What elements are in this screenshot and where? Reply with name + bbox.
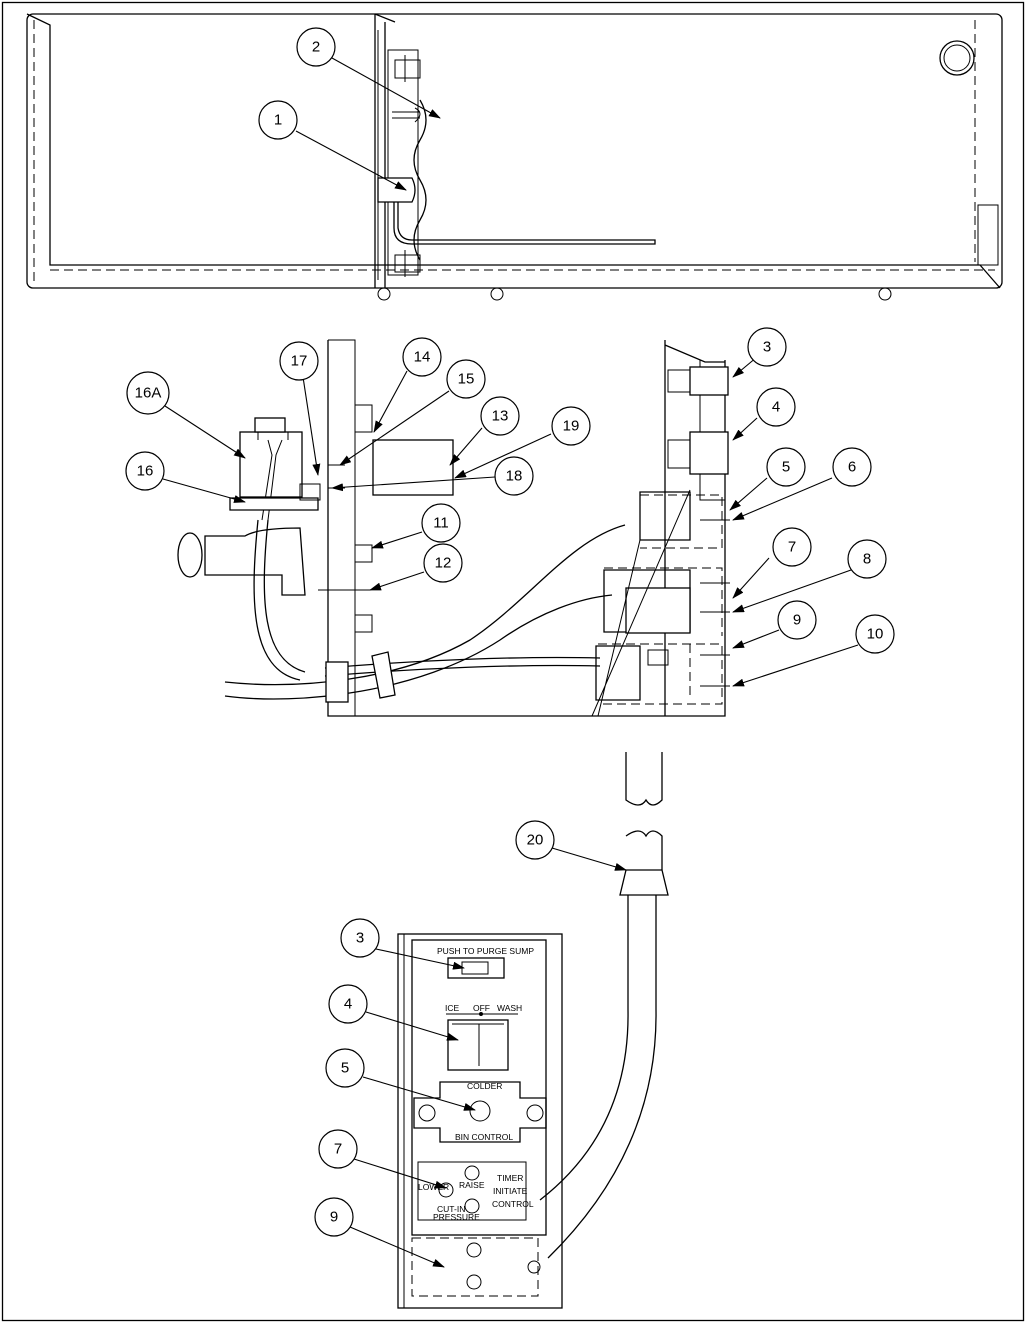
svg-text:7: 7 (334, 1141, 342, 1158)
timer-label: TIMER (497, 1173, 523, 1183)
svg-text:4: 4 (772, 399, 780, 416)
panel-callout-3: 3 (340, 918, 380, 958)
svg-text:16A: 16A (135, 385, 162, 402)
svg-text:2: 2 (312, 39, 320, 56)
callout-10: 10 (855, 614, 895, 654)
svg-text:9: 9 (330, 1209, 338, 1226)
panel-callout-7: 7 (318, 1129, 358, 1169)
top-assembly (26, 13, 1003, 301)
svg-text:17: 17 (291, 353, 308, 370)
svg-text:8: 8 (863, 551, 871, 568)
svg-text:15: 15 (458, 371, 475, 388)
svg-text:6: 6 (848, 459, 856, 476)
raise-label: RAISE (459, 1180, 485, 1190)
callout-14: 14 (402, 337, 442, 377)
svg-text:7: 7 (788, 539, 796, 556)
lower-label: LOWER (418, 1182, 449, 1192)
callout-3: 3 (747, 327, 787, 367)
callout-1: 1 (258, 100, 298, 140)
callout-5: 5 (766, 447, 806, 487)
bin-control-label: BIN CONTROL (455, 1132, 513, 1142)
callout-6: 6 (832, 447, 872, 487)
purge-label: PUSH TO PURGE SUMP (437, 946, 534, 956)
ice-label: ICE (445, 1003, 460, 1013)
callout-8: 8 (847, 539, 887, 579)
panel-callout-9: 9 (314, 1197, 354, 1237)
callout-7: 7 (772, 527, 812, 567)
svg-text:16: 16 (137, 463, 154, 480)
svg-text:20: 20 (527, 832, 544, 849)
svg-text:3: 3 (763, 339, 771, 356)
pressure-label: PRESSURE (433, 1212, 480, 1222)
callout-18: 18 (494, 456, 534, 496)
initiate-label: INITIATE (493, 1186, 528, 1196)
off-label: OFF (473, 1003, 490, 1013)
callout-13: 13 (480, 396, 520, 436)
panel-callout-4: 4 (328, 984, 368, 1024)
leader-lines (162, 57, 859, 1268)
callout-15: 15 (446, 359, 486, 399)
callout-16a: 16A (126, 371, 170, 415)
svg-text:9: 9 (793, 612, 801, 629)
svg-text:13: 13 (492, 408, 509, 425)
cut-in-label: CUT-IN (437, 1204, 465, 1214)
svg-text:11: 11 (433, 515, 449, 532)
callout-2: 2 (296, 27, 336, 67)
control-panel: PUSH TO PURGE SUMP ICE OFF WASH COLDER B… (397, 933, 563, 1309)
callout-11: 11 (421, 503, 461, 543)
callout-19: 19 (551, 406, 591, 446)
svg-text:14: 14 (414, 349, 431, 366)
svg-text:5: 5 (782, 459, 790, 476)
wash-label: WASH (497, 1003, 522, 1013)
middle-assembly (177, 339, 730, 717)
svg-text:4: 4 (344, 996, 352, 1013)
callout-12: 12 (423, 543, 463, 583)
svg-text:18: 18 (506, 468, 523, 485)
callout-9: 9 (777, 600, 817, 640)
callout-20: 20 (515, 820, 555, 860)
control-label: CONTROL (492, 1199, 534, 1209)
callout-16: 16 (125, 451, 165, 491)
callout-4: 4 (756, 387, 796, 427)
svg-text:3: 3 (356, 930, 364, 947)
cable-assembly (539, 752, 669, 1259)
svg-text:12: 12 (435, 555, 452, 572)
svg-text:10: 10 (867, 626, 884, 643)
svg-text:1: 1 (274, 112, 282, 129)
callout-17: 17 (279, 341, 319, 381)
panel-callout-5: 5 (325, 1048, 365, 1088)
svg-text:5: 5 (341, 1060, 349, 1077)
svg-text:19: 19 (563, 418, 580, 435)
colder-label: COLDER (467, 1081, 502, 1091)
